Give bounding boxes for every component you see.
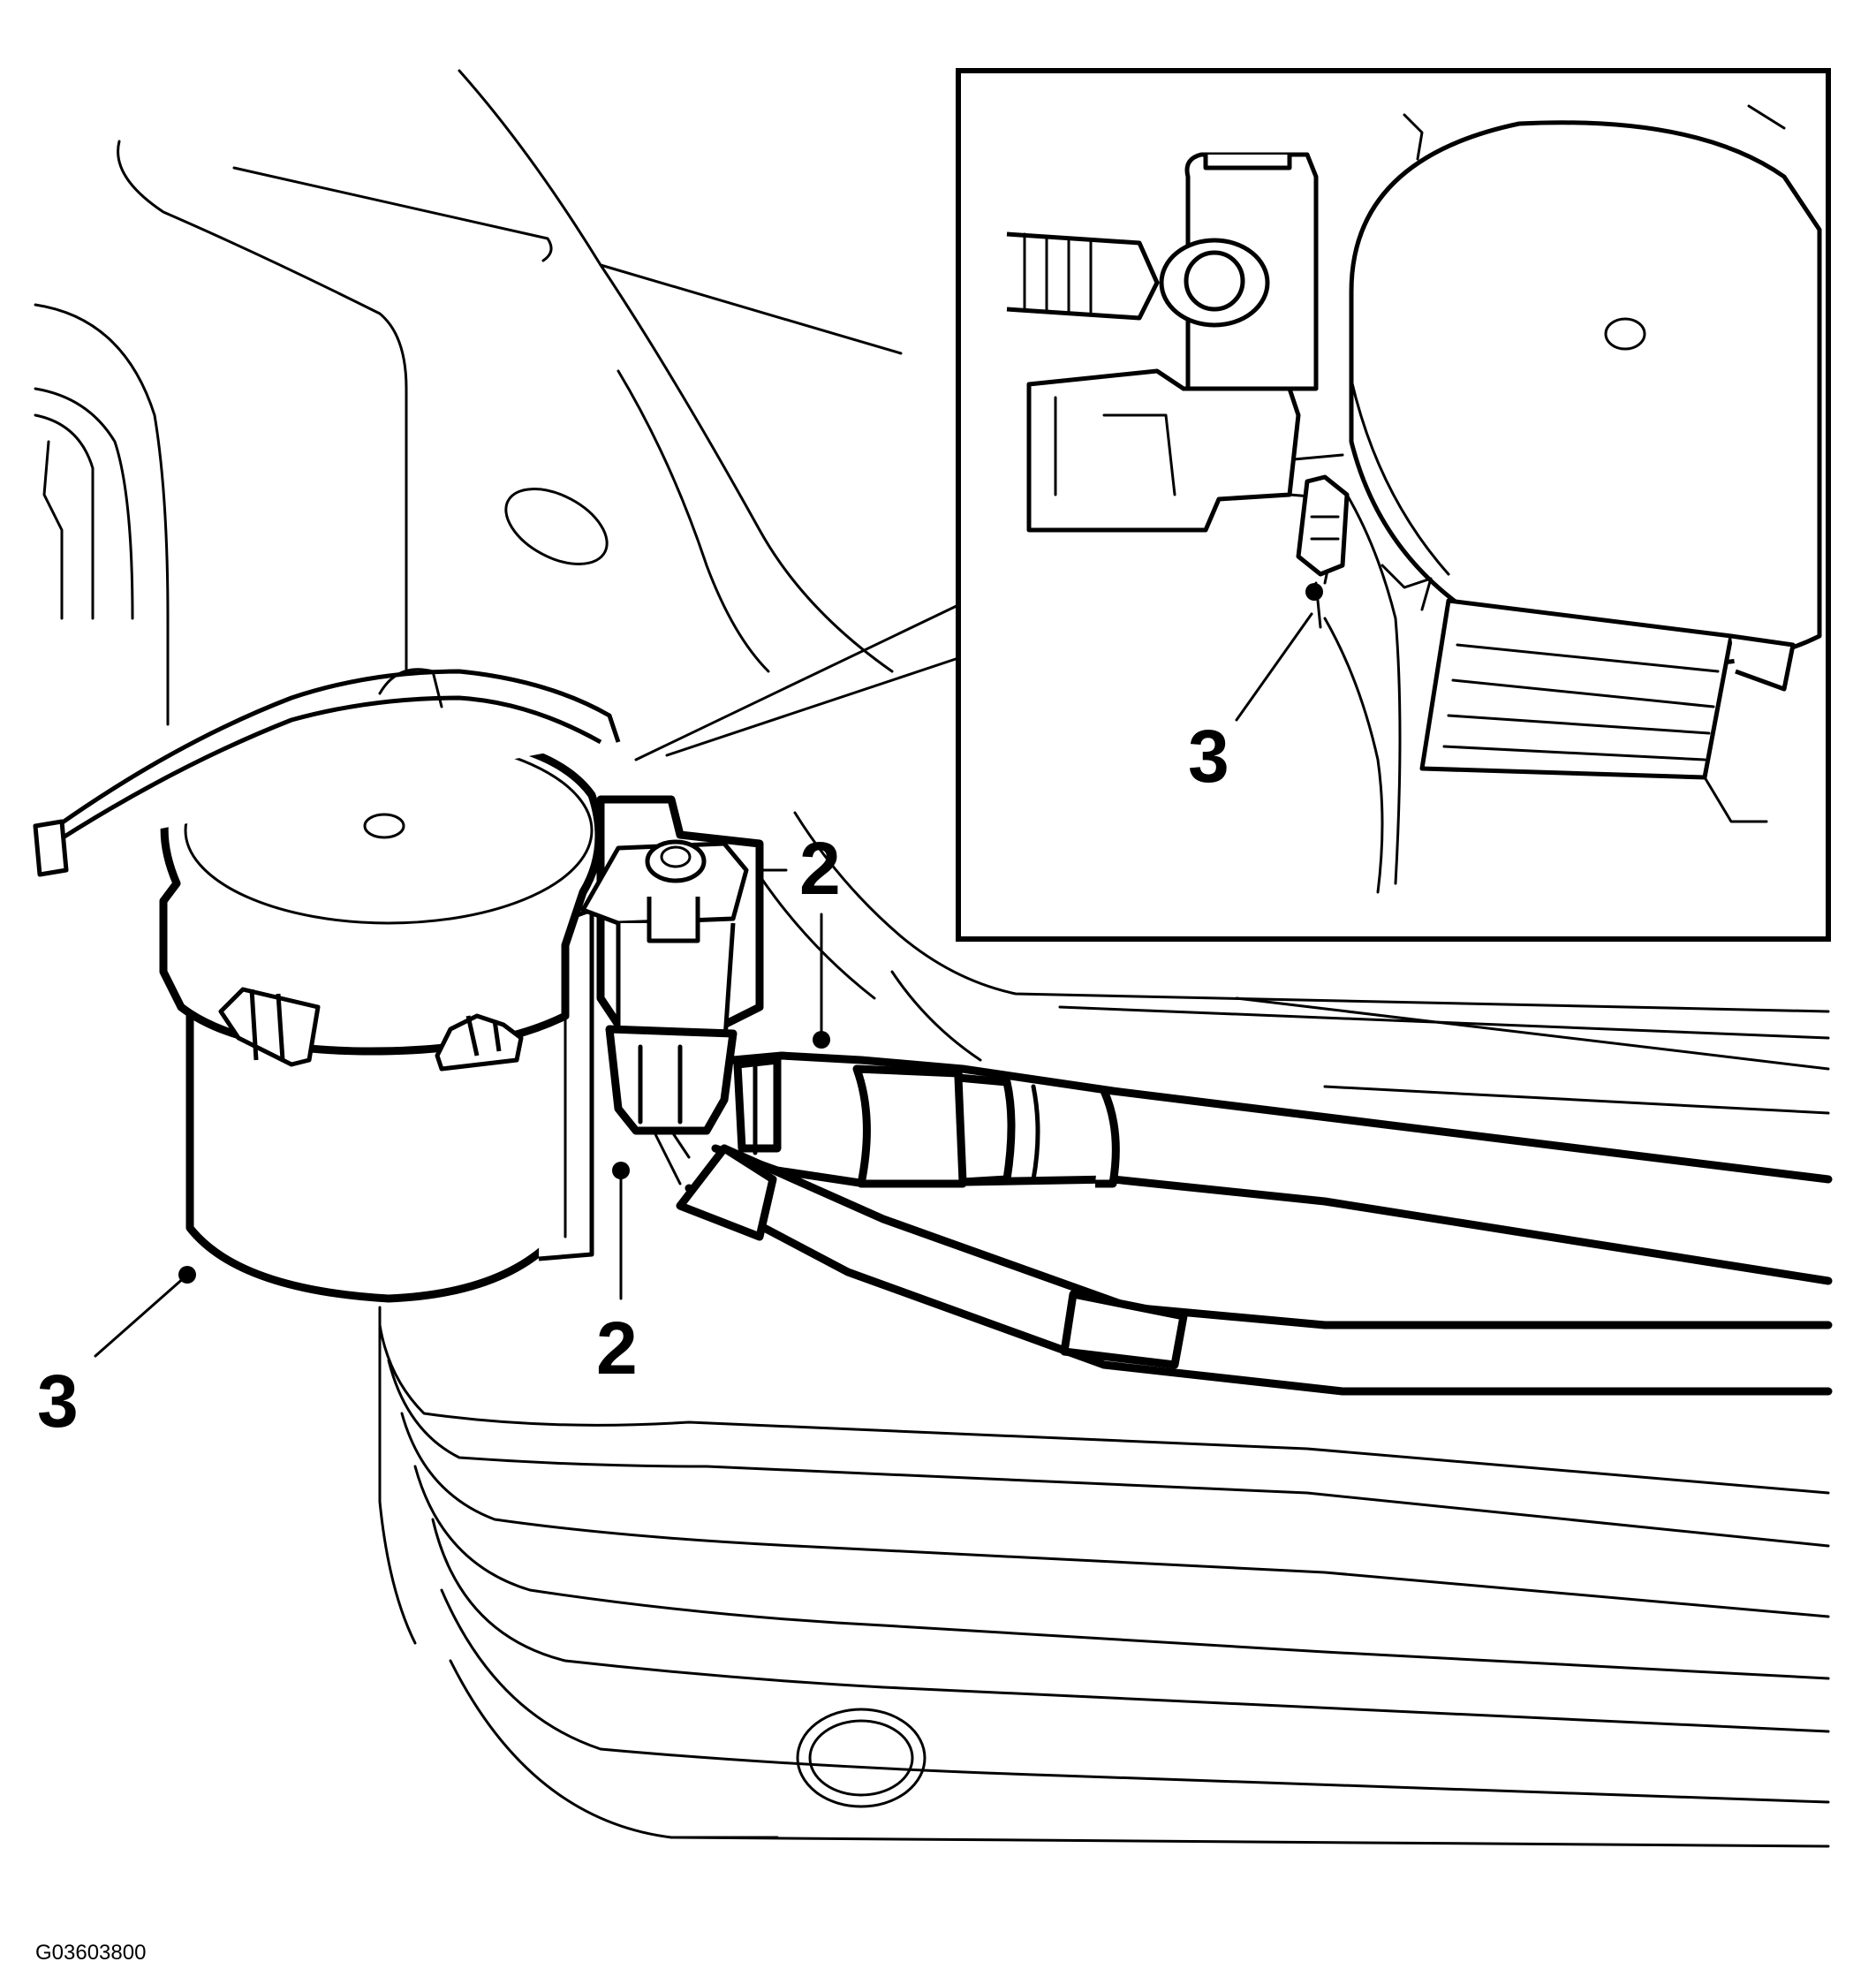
- chassis-outline: [34, 69, 1830, 1848]
- leader-dot-main-filter: [178, 1266, 196, 1284]
- callout-connector-lower: 2: [596, 1307, 638, 1390]
- callout-inset-filter: 3: [1188, 715, 1229, 798]
- leader-dot-connector-lower: [612, 1162, 630, 1179]
- detail-inset: [634, 68, 1831, 942]
- callout-main-filter: 3: [37, 1360, 79, 1443]
- callout-connector-upper: 2: [799, 827, 841, 910]
- leader-dot-connector-upper: [813, 1031, 830, 1049]
- inset-contents: [1006, 104, 1822, 894]
- figure-code: G03603800: [35, 1941, 146, 1965]
- fuel-lines: [676, 1051, 1833, 1396]
- leader-lines: [94, 583, 1323, 1358]
- fuel-line-connector: [580, 795, 764, 1185]
- leader-dot-inset-filter: [1305, 583, 1323, 601]
- fuel-filter: [33, 668, 621, 1303]
